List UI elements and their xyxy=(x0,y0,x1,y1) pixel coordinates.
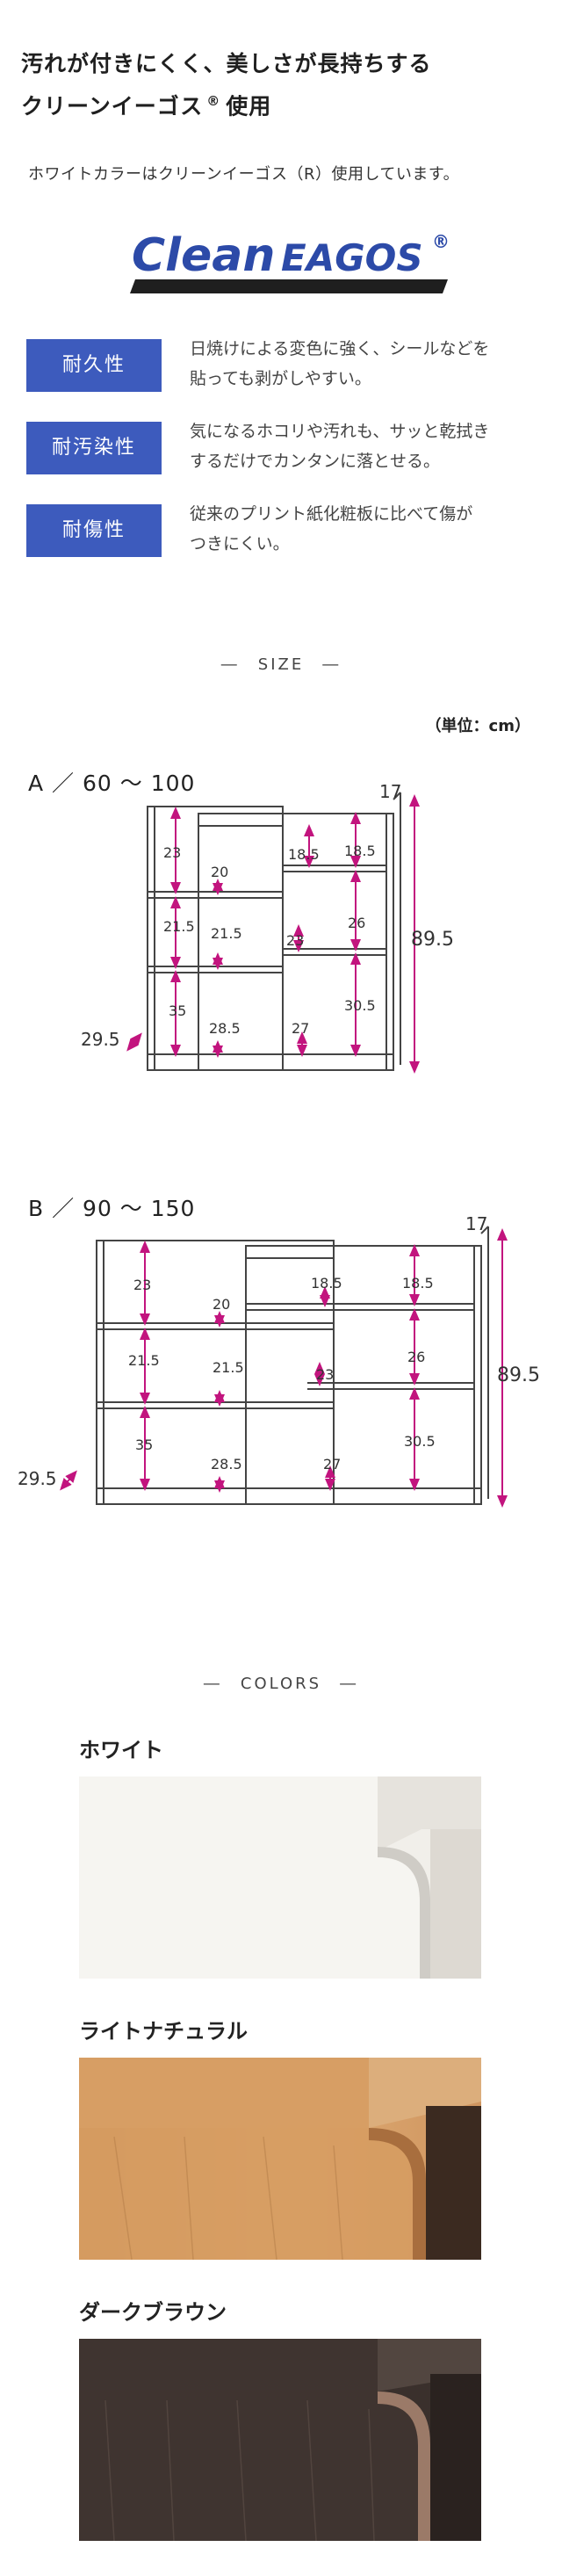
svg-text:35: 35 xyxy=(135,1436,153,1453)
feature-stain-resistance: 耐汚染性 気になるホコリや汚れも、サッと乾拭きするだけでカンタンに落とせる。 xyxy=(26,416,544,480)
heading-line-2: クリーンイーゴス®使用 xyxy=(21,93,272,119)
svg-text:23: 23 xyxy=(163,844,181,861)
svg-text:35: 35 xyxy=(169,1002,186,1019)
svg-text:18.5: 18.5 xyxy=(311,1275,342,1292)
svg-text:26: 26 xyxy=(348,915,365,931)
logo-reg-mark: ® xyxy=(432,231,450,252)
svg-text:18.5: 18.5 xyxy=(402,1275,434,1292)
diagram-a-label: A ／ 60 ～ 100 xyxy=(28,771,196,796)
dimension-labels: 23 20 18.5 18.5 17 89.5 21.5 21.5 23 26 … xyxy=(18,1213,540,1489)
feature-scratch-resistance: 耐傷性 従来のプリント紙化粧板に比べて傷がつきにくい。 xyxy=(26,499,544,562)
svg-text:18.5: 18.5 xyxy=(288,846,320,863)
page-heading: 汚れが付きにくく、美しさが長持ちする クリーンイーゴス®使用 xyxy=(21,46,432,125)
colors-heading: ― COLORS ― xyxy=(203,1675,359,1693)
svg-text:23: 23 xyxy=(286,932,304,949)
svg-text:28.5: 28.5 xyxy=(211,1456,242,1473)
feature-desc: 日焼けによる変色に強く、シールなどを貼っても剥がしやすい。 xyxy=(190,339,490,388)
color-name-light-natural: ライトナチュラル xyxy=(79,2019,248,2044)
diagram-b-label: B ／ 90 ～ 150 xyxy=(28,1196,196,1221)
svg-text:89.5: 89.5 xyxy=(497,1364,540,1386)
dimension-arrows xyxy=(126,794,420,1074)
size-heading: ― SIZE ― xyxy=(220,655,342,674)
svg-text:17: 17 xyxy=(465,1213,487,1234)
svg-text:20: 20 xyxy=(211,864,228,880)
svg-text:21.5: 21.5 xyxy=(128,1352,160,1369)
svg-text:30.5: 30.5 xyxy=(344,997,376,1014)
logo-underbar xyxy=(130,279,448,293)
svg-text:21.5: 21.5 xyxy=(213,1359,244,1376)
color-name-white: ホワイト xyxy=(79,1738,163,1762)
color-swatch-white xyxy=(79,1776,481,1979)
feature-desc: 気になるホコリや汚れも、サッと乾拭きするだけでカンタンに落とせる。 xyxy=(190,422,490,471)
dimension-arrows xyxy=(60,1228,508,1508)
svg-text:20: 20 xyxy=(213,1296,230,1313)
svg-text:29.5: 29.5 xyxy=(81,1029,120,1050)
svg-text:18.5: 18.5 xyxy=(344,843,376,859)
color-swatch-light-natural xyxy=(79,2058,481,2261)
cleaneagos-logo: Clean EAGOS ® xyxy=(130,229,450,293)
feature-badge: 耐久性 xyxy=(26,339,162,392)
feature-desc: 従来のプリント紙化粧板に比べて傷がつきにくい。 xyxy=(190,504,473,554)
color-name-dark-brown: ダークブラウン xyxy=(79,2300,227,2325)
unit-label: （単位：cm） xyxy=(425,717,530,735)
svg-text:27: 27 xyxy=(292,1020,309,1037)
feature-durability: 耐久性 日焼けによる変色に強く、シールなどを貼っても剥がしやすい。 xyxy=(26,334,544,397)
diagram-b-shelf: 23 20 18.5 18.5 17 89.5 21.5 21.5 23 26 … xyxy=(18,1213,540,1508)
feature-badge: 耐傷性 xyxy=(26,504,162,557)
svg-text:27: 27 xyxy=(323,1456,341,1473)
svg-text:30.5: 30.5 xyxy=(404,1433,436,1450)
svg-text:29.5: 29.5 xyxy=(18,1468,57,1489)
logo-text-clean: Clean xyxy=(132,229,275,282)
white-color-note: ホワイトカラーはクリーンイーゴス（R）使用しています。 xyxy=(28,165,460,184)
shelf-outline xyxy=(96,1226,489,1505)
feature-badge: 耐汚染性 xyxy=(26,422,162,474)
svg-text:21.5: 21.5 xyxy=(163,918,195,935)
svg-text:17: 17 xyxy=(379,781,401,802)
color-swatch-dark-brown xyxy=(79,2339,481,2542)
svg-text:28.5: 28.5 xyxy=(209,1020,241,1037)
heading-line-1: 汚れが付きにくく、美しさが長持ちする xyxy=(21,51,432,76)
logo-text-eagos: EAGOS xyxy=(281,236,423,279)
svg-text:89.5: 89.5 xyxy=(411,929,454,951)
svg-text:21.5: 21.5 xyxy=(211,925,242,942)
svg-text:23: 23 xyxy=(133,1277,151,1293)
diagram-a-shelf: 23 20 18.5 18.5 17 89.5 21.5 21.5 23 26 … xyxy=(81,781,454,1074)
dimension-labels: 23 20 18.5 18.5 17 89.5 21.5 21.5 23 26 … xyxy=(81,781,454,1050)
svg-text:26: 26 xyxy=(407,1349,425,1365)
svg-text:23: 23 xyxy=(316,1366,334,1383)
